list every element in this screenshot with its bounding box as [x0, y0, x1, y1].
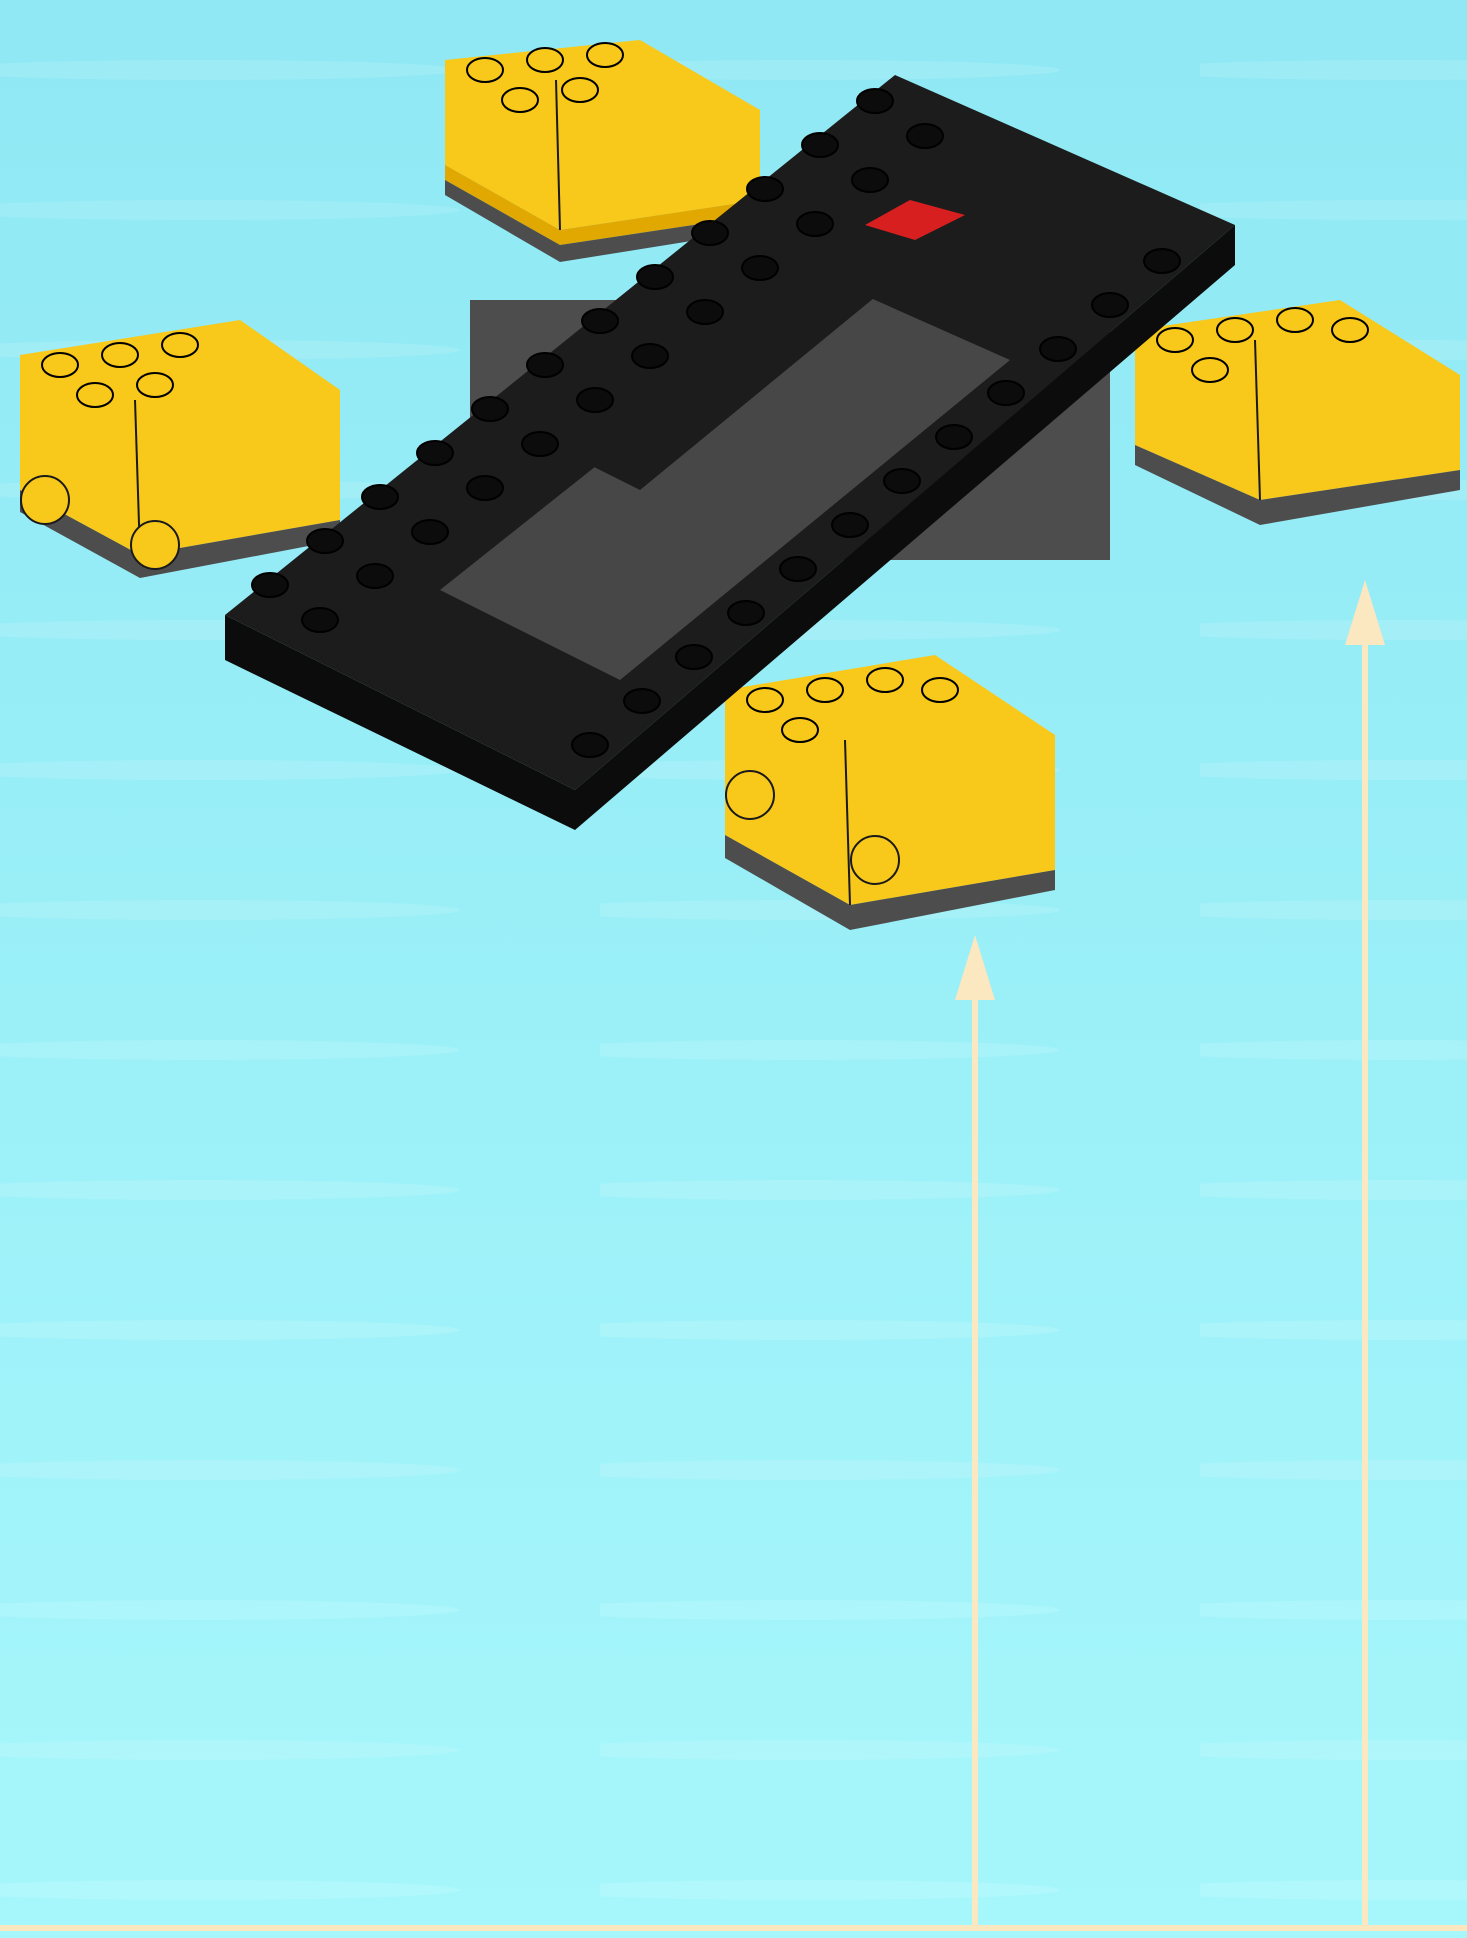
stud — [137, 373, 173, 397]
stud — [582, 309, 618, 333]
stud — [577, 388, 613, 412]
stud — [687, 300, 723, 324]
stud — [1332, 318, 1368, 342]
stud — [797, 212, 833, 236]
stud — [637, 265, 673, 289]
stud — [907, 124, 943, 148]
stud — [362, 485, 398, 509]
stud — [527, 353, 563, 377]
stud — [162, 333, 198, 357]
stud — [852, 168, 888, 192]
stud — [467, 476, 503, 500]
stud — [782, 718, 818, 742]
stud — [988, 381, 1024, 405]
stud — [632, 344, 668, 368]
stud — [747, 177, 783, 201]
stud — [728, 601, 764, 625]
stud — [412, 520, 448, 544]
stud — [467, 58, 503, 82]
stud — [867, 668, 903, 692]
stud — [807, 678, 843, 702]
stud — [676, 645, 712, 669]
stud — [747, 688, 783, 712]
stud — [857, 89, 893, 113]
stud — [252, 573, 288, 597]
stud — [1277, 308, 1313, 332]
stud — [1157, 328, 1193, 352]
stud — [527, 48, 563, 72]
stud — [1144, 249, 1180, 273]
stud — [742, 256, 778, 280]
stud — [1040, 337, 1076, 361]
stud — [1092, 293, 1128, 317]
stud — [624, 689, 660, 713]
stud — [307, 529, 343, 553]
stud — [502, 88, 538, 112]
stud — [357, 564, 393, 588]
stud — [302, 608, 338, 632]
stud — [936, 425, 972, 449]
stud — [1217, 318, 1253, 342]
stud — [884, 469, 920, 493]
stud — [417, 441, 453, 465]
stud — [102, 343, 138, 367]
stud — [780, 557, 816, 581]
stud — [587, 43, 623, 67]
stud — [522, 432, 558, 456]
stud — [1192, 358, 1228, 382]
stud — [562, 78, 598, 102]
stud — [802, 133, 838, 157]
stud — [692, 221, 728, 245]
stud — [832, 513, 868, 537]
stud — [77, 383, 113, 407]
stud — [472, 397, 508, 421]
stud — [42, 353, 78, 377]
stud — [572, 733, 608, 757]
stud — [922, 678, 958, 702]
